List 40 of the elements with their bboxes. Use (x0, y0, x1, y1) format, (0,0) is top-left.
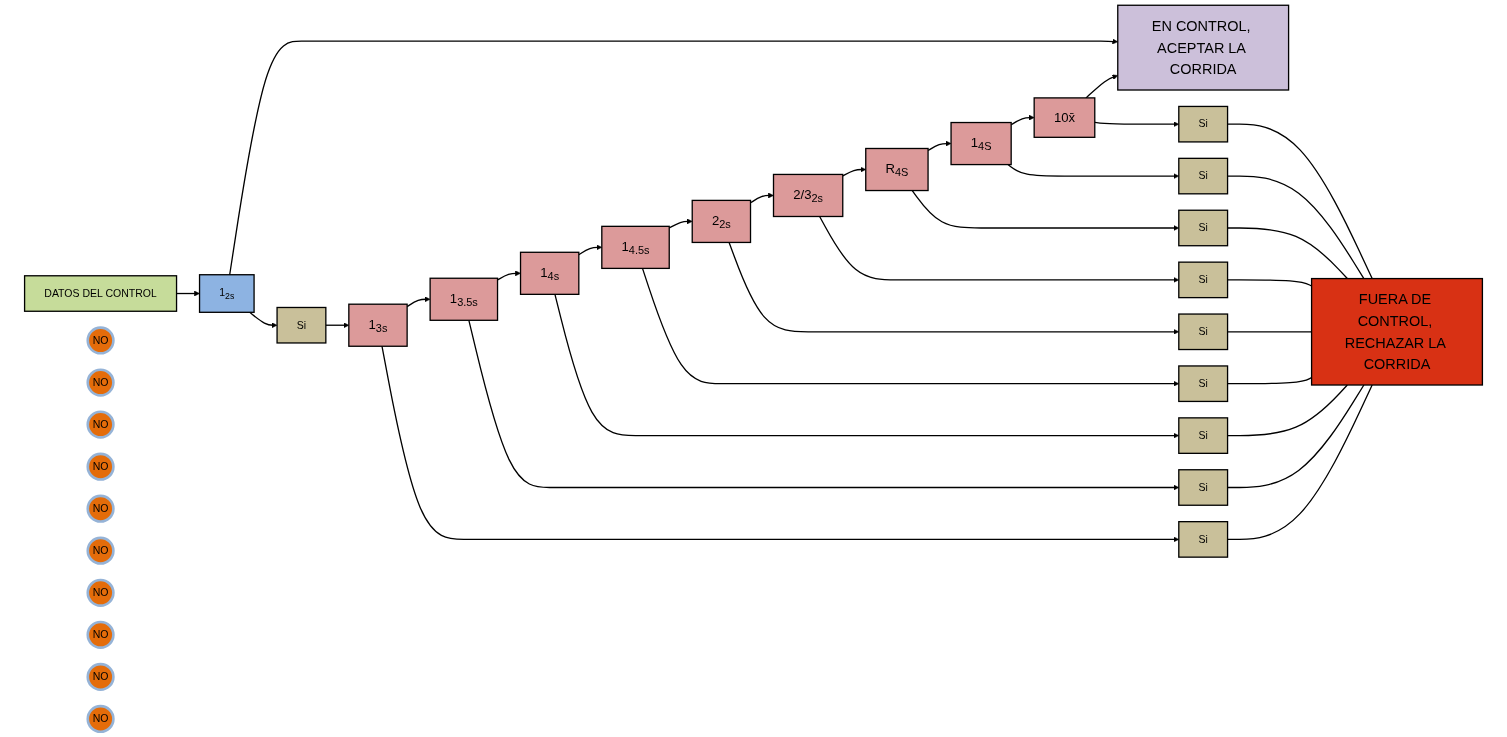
node-circle: NO (86, 662, 115, 691)
node-box: Si (1178, 261, 1229, 299)
node-circle: NO (86, 410, 115, 439)
node-box: Si (1178, 365, 1229, 403)
node-box: 1$_{2s}$ (198, 274, 255, 313)
node-box: Si (1178, 105, 1229, 143)
node-box: Si (1178, 313, 1229, 351)
arrow (249, 311, 278, 329)
node-circle: NO (86, 704, 115, 734)
arrow (406, 296, 431, 308)
node-box: 1$_{3s}$ (348, 303, 408, 347)
node-box: DATOS DEL CONTROL (23, 275, 178, 312)
node-box: 1$_{4S}$ (950, 121, 1012, 166)
node-circle: NO (86, 578, 115, 607)
arrow (668, 218, 693, 229)
node-box: Si (1178, 417, 1229, 454)
node-circle: NO (86, 452, 115, 481)
node-circle: NO (86, 536, 115, 565)
node-box: 2/3$_{2s}$ (772, 173, 844, 218)
arrow (1010, 114, 1035, 126)
node-box: Si (276, 306, 327, 344)
node-box: FUERA DE CONTROL, RECHAZAR LA CORRIDA (1310, 277, 1484, 386)
node-box: 1$_{4s}$ (519, 251, 580, 295)
node-box: Si (1178, 521, 1229, 558)
node-box: 10x̄ (1033, 97, 1096, 138)
node-circle: NO (86, 368, 115, 397)
node-box: 2$_{2s}$ (691, 199, 752, 244)
arrow (842, 166, 866, 177)
arrow (749, 192, 774, 204)
node-box: Si (1178, 157, 1229, 195)
node-circle: NO (86, 326, 115, 355)
node-box: Si (1178, 469, 1229, 506)
node-box: R$_{4S}$ (865, 147, 929, 192)
arrow (496, 270, 521, 281)
node-circle: NO (86, 494, 115, 523)
node-box: Si (1178, 209, 1229, 247)
node-box: EN CONTROL, ACEPTAR LA CORRIDA (1117, 4, 1290, 91)
node-box: 1$_{3.5s}$ (429, 277, 499, 321)
node-circle: NO (86, 620, 115, 649)
node-box: 1$_{4.5s}$ (601, 225, 670, 270)
